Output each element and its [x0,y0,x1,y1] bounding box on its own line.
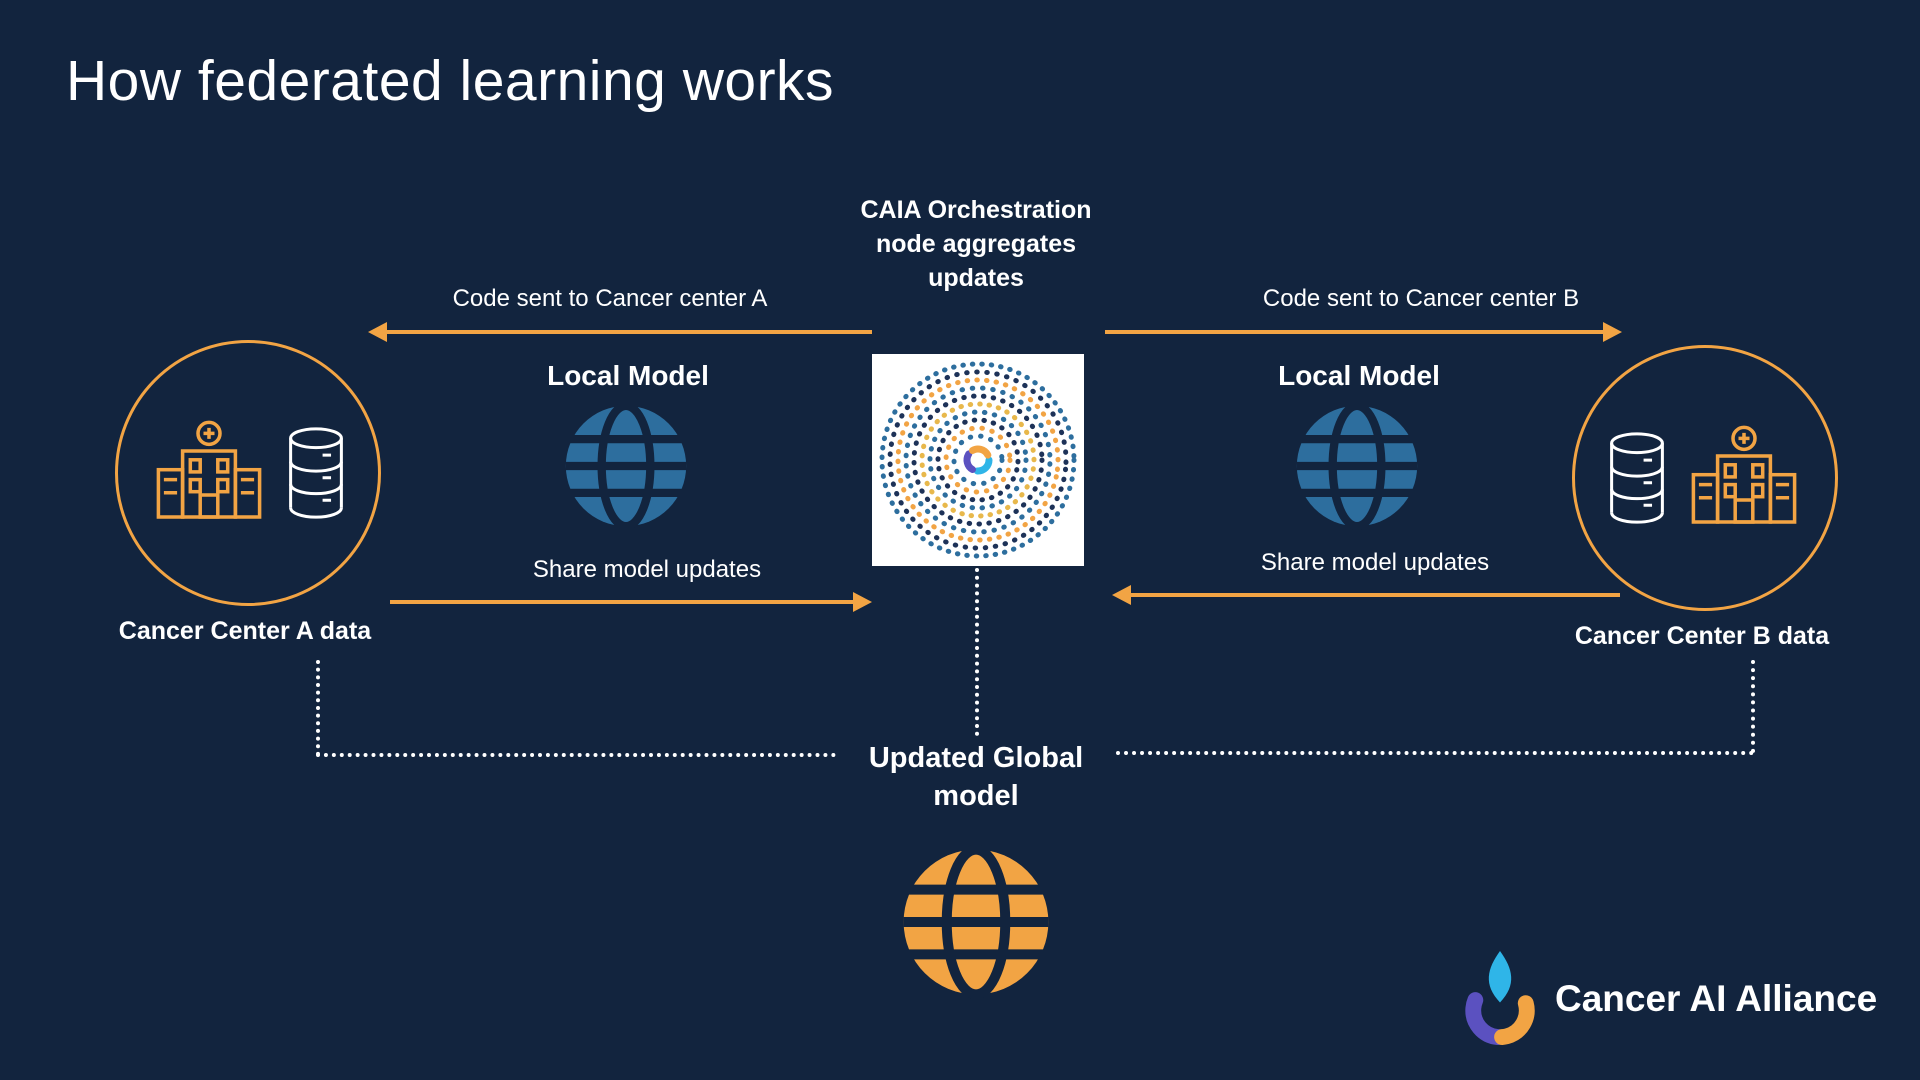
share-updates-a-arrow [390,592,872,612]
orchestration-heading: CAIA Orchestration node aggregates updat… [860,196,1092,292]
database-icon [289,427,343,519]
dotted-connector-center [975,568,979,736]
globe-icon [1296,402,1418,530]
dotted-connector-a-vertical [316,660,320,756]
arrowhead-left-icon [1112,585,1131,605]
dotted-mandala-icon [872,354,1084,566]
code-sent-a-label: Code sent to Cancer center A [452,285,768,312]
share-updates-a-label: Share model updates [532,556,762,583]
dotted-connector-b-horizontal [1116,751,1754,755]
arrowhead-right-icon [1603,322,1622,342]
database-icon [1610,432,1664,524]
page-title: How federated learning works [66,49,835,113]
caia-mini-logo-icon [963,445,993,475]
global-model-globe-icon [903,845,1049,999]
code-sent-b-arrow [1105,322,1622,342]
cancer-center-b-circle [1572,345,1838,611]
code-sent-b-label: Code sent to Cancer center B [1262,285,1580,312]
share-updates-b-arrow [1112,585,1620,605]
cancer-center-b-label: Cancer Center B data [1574,622,1830,650]
code-sent-a-arrow [368,322,872,342]
dotted-connector-a-horizontal [316,753,836,757]
updated-global-model-label: Updated Global model [868,742,1084,812]
cancer-center-a-circle [115,340,381,606]
brand-name: Cancer AI Alliance [1555,978,1878,1019]
cancer-center-a-label: Cancer Center A data [118,617,372,645]
caia-hands-logo-icon [1465,950,1535,1046]
share-updates-b-label: Share model updates [1260,549,1490,576]
arrowhead-right-icon [853,592,872,612]
arrowhead-left-icon [368,322,387,342]
dotted-connector-b-vertical [1751,660,1755,753]
local-model-a-label: Local Model [547,360,709,391]
hospital-icon [1691,425,1797,524]
local-model-b-label: Local Model [1278,360,1440,391]
globe-icon [565,402,687,530]
hospital-icon [156,420,262,519]
orchestration-node-graphic [872,354,1084,566]
